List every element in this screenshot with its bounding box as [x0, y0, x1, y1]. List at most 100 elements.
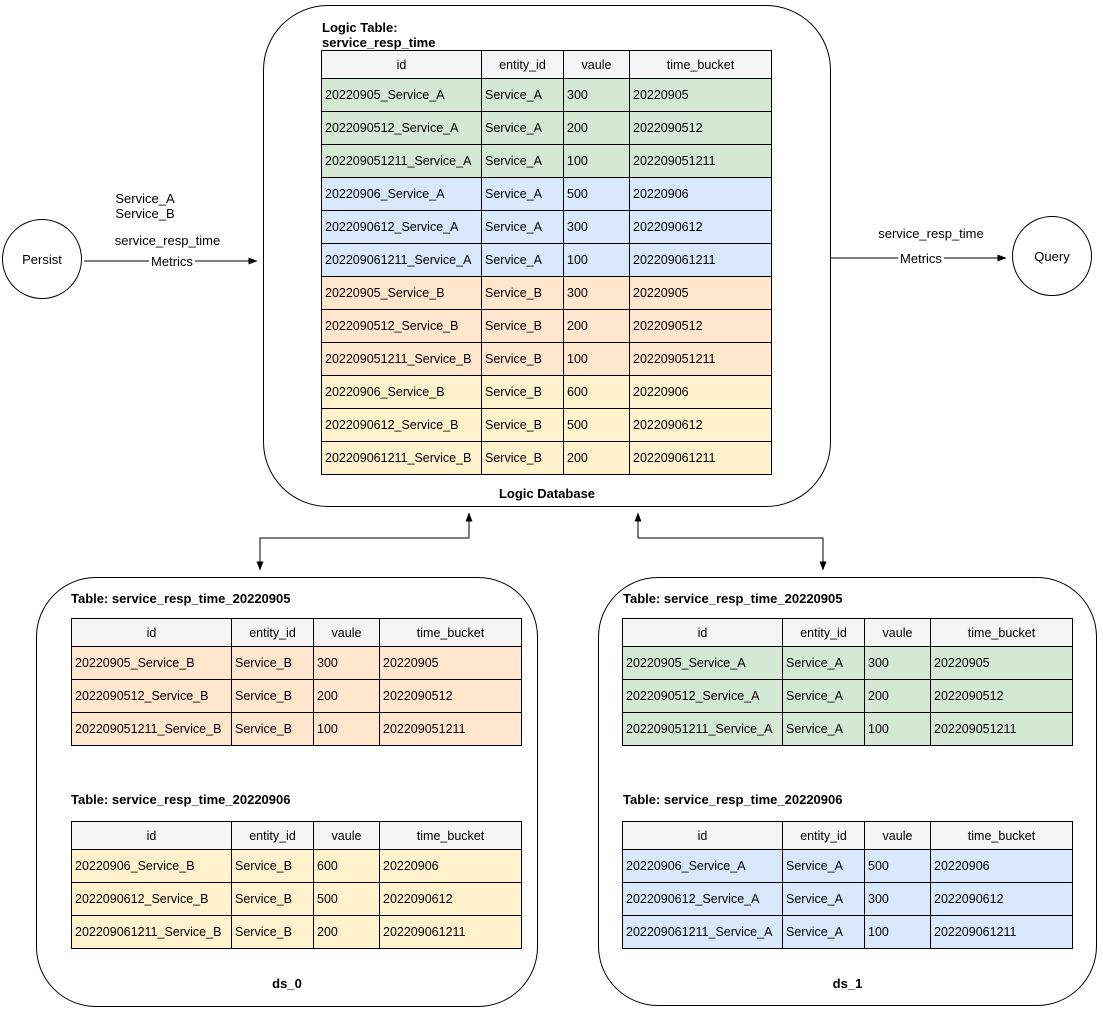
ds1-table1-title: Table: service_resp_time_20220905 — [623, 591, 843, 606]
table-cell: 202209051211_Service_B — [321, 342, 482, 376]
table-cell: Service_A — [481, 111, 564, 145]
table-cell: 202209051211_Service_A — [622, 712, 783, 746]
ds0-caption: ds_0 — [272, 976, 302, 991]
table-cell: 20220905 — [629, 78, 772, 112]
query-node: Query — [1012, 216, 1092, 296]
table-cell: 20220905 — [379, 646, 522, 680]
table-cell: 2022090612 — [629, 210, 772, 244]
table-cell: 2022090612_Service_A — [622, 882, 783, 916]
table-cell: Service_A — [481, 177, 564, 211]
table-cell: 202209061211 — [629, 243, 772, 277]
table-cell: Service_B — [481, 375, 564, 409]
table-cell: 200 — [864, 679, 931, 713]
table-cell: 100 — [563, 144, 630, 178]
table-cell: Service_B — [231, 646, 314, 680]
table-cell: Service_A — [481, 144, 564, 178]
table-cell: 200 — [313, 679, 380, 713]
table-cell: Service_B — [231, 849, 314, 883]
table-cell: Service_B — [481, 342, 564, 376]
table-cell: 202209051211 — [629, 342, 772, 376]
table-cell: 2022090612_Service_B — [321, 408, 482, 442]
table-cell: 200 — [313, 915, 380, 949]
table-cell: Service_A — [481, 243, 564, 277]
table-cell: 300 — [563, 210, 630, 244]
table-cell: 202209061211_Service_A — [622, 915, 783, 949]
logic-table-title-line1: Logic Table: — [322, 20, 398, 35]
column-header: id — [622, 821, 783, 850]
table-cell: 100 — [563, 342, 630, 376]
table-cell: Service_B — [481, 441, 564, 475]
column-header: id — [71, 821, 232, 850]
ds0-table2-title: Table: service_resp_time_20220906 — [71, 792, 291, 807]
table-cell: 2022090512 — [930, 679, 1073, 713]
column-header: entity_id — [782, 821, 865, 850]
persist-service-b: Service_B — [115, 206, 175, 221]
table-cell: 20220906_Service_B — [71, 849, 232, 883]
table-cell: 300 — [864, 882, 931, 916]
table-cell: 500 — [864, 849, 931, 883]
table-cell: Service_B — [231, 882, 314, 916]
table-cell: 20220906_Service_B — [321, 375, 482, 409]
logic-database-caption: Logic Database — [498, 486, 596, 501]
table-cell: 2022090612 — [379, 882, 522, 916]
table-cell: 500 — [563, 408, 630, 442]
table-cell: 202209051211_Service_B — [71, 712, 232, 746]
table-cell: 202209051211 — [629, 144, 772, 178]
column-header: time_bucket — [379, 618, 522, 647]
column-header: vaule — [563, 50, 630, 79]
table-cell: Service_A — [481, 78, 564, 112]
ds0-table1-title: Table: service_resp_time_20220905 — [71, 591, 291, 606]
table-cell: Service_A — [782, 915, 865, 949]
column-header: id — [622, 618, 783, 647]
table-cell: 2022090512 — [379, 679, 522, 713]
table-cell: 2022090512_Service_A — [622, 679, 783, 713]
table-cell: Service_B — [231, 915, 314, 949]
column-header: vaule — [864, 821, 931, 850]
query-node-label: Query — [1034, 248, 1070, 264]
table-cell: 202209061211 — [930, 915, 1073, 949]
table-cell: 20220905_Service_A — [321, 78, 482, 112]
logic-table-title: Logic Table: service_resp_time — [322, 20, 435, 50]
table-cell: 20220905_Service_A — [622, 646, 783, 680]
table-cell: 20220905 — [629, 276, 772, 310]
table-cell: Service_A — [782, 849, 865, 883]
table-cell: 202209061211_Service_B — [321, 441, 482, 475]
column-header: vaule — [313, 821, 380, 850]
table-cell: Service_A — [782, 679, 865, 713]
table-cell: 600 — [313, 849, 380, 883]
table-cell: 2022090512_Service_A — [321, 111, 482, 145]
table-cell: 2022090512 — [629, 309, 772, 343]
table-cell: 20220906 — [379, 849, 522, 883]
column-header: entity_id — [782, 618, 865, 647]
table-cell: 300 — [563, 78, 630, 112]
table-cell: 20220906 — [629, 375, 772, 409]
table-cell: 300 — [563, 276, 630, 310]
ds1-table2-title: Table: service_resp_time_20220906 — [623, 792, 843, 807]
table-cell: 2022090612 — [629, 408, 772, 442]
persist-node: Persist — [2, 219, 82, 299]
table-cell: 200 — [563, 111, 630, 145]
